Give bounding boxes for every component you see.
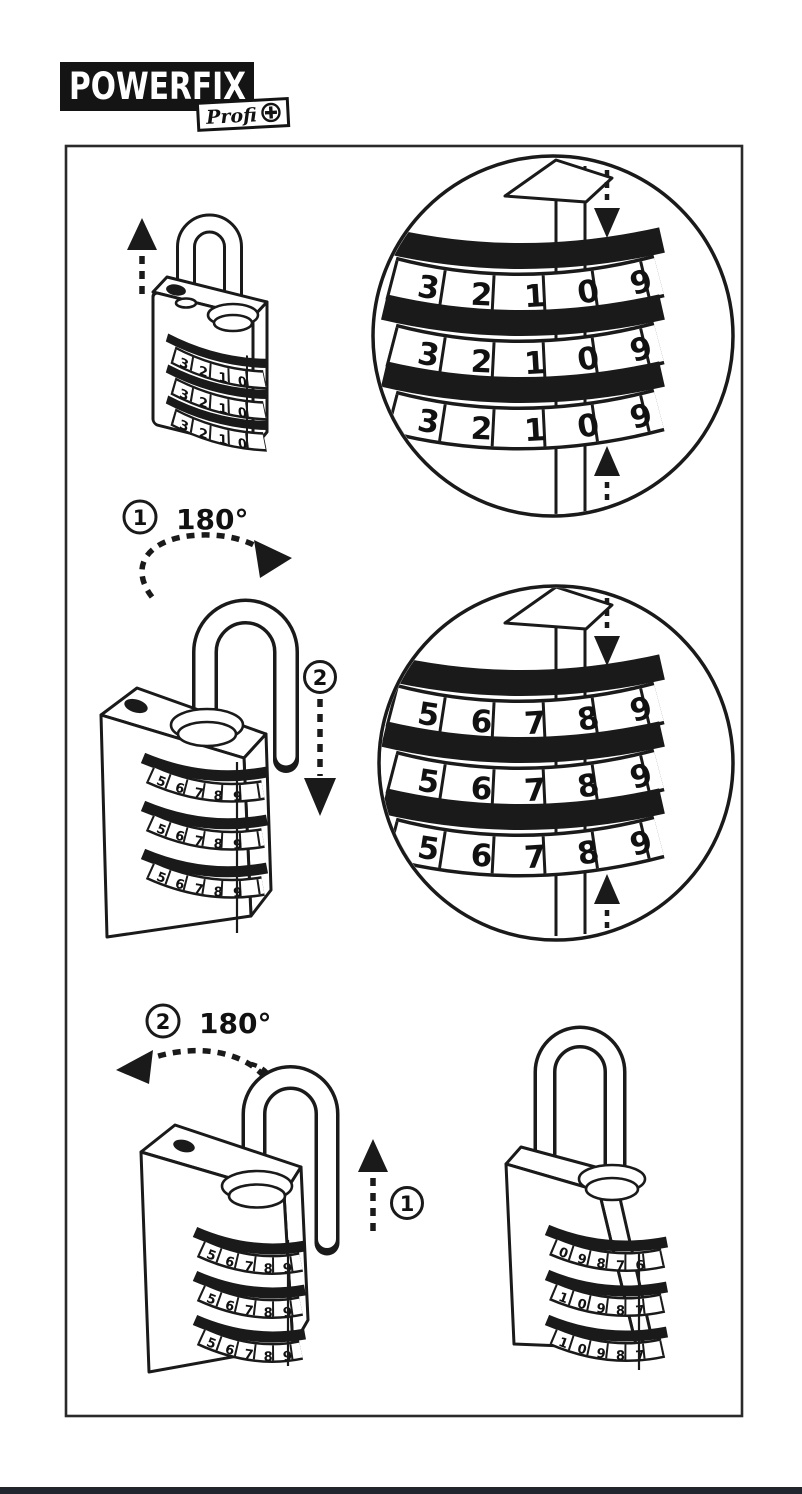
lock-front-face: 32109 32109 32109 [143, 279, 269, 457]
shackle-cylinder-rim [176, 720, 238, 748]
detail-circle-new-code: 56789 56789 56789 [377, 584, 735, 942]
shackle-rotated [192, 598, 299, 773]
pull-up-arrow-icon [127, 218, 157, 300]
padlock-rotate-step: 1 180° 2 56789 [99, 499, 337, 939]
detail-circle-initial-code: 32109 32109 32109 [371, 154, 735, 518]
step1-rotate-label: 1 180° [122, 499, 248, 536]
step-number: 1 [133, 506, 148, 530]
dial-row-magnified: 56789 [381, 654, 665, 744]
step-number: 2 [156, 1010, 171, 1034]
step2-rotate-label: 2 180° [145, 1003, 271, 1040]
shackle [176, 213, 243, 322]
step2-press-label: 2 [303, 660, 337, 816]
rotate-arc-arrow-icon [139, 532, 292, 599]
body-top-corner [503, 158, 614, 204]
padlock-open-step: 32109 32109 32109 [127, 213, 269, 457]
alignment-arrow-down-icon [594, 170, 620, 238]
shackle-cylinder-rim [227, 1183, 287, 1209]
shackle-cylinder-rim [212, 313, 254, 333]
step-number: 1 [400, 1192, 415, 1216]
shackle-collar [174, 297, 198, 309]
dial-row: 56789 [192, 1270, 306, 1321]
profi-plus-icon [261, 102, 281, 123]
padlock-locked: 09876 10987 10987 [504, 1025, 669, 1370]
shackle-cylinder-rim [584, 1176, 640, 1202]
step-number: 2 [313, 666, 328, 690]
reset-hole [166, 284, 186, 296]
dial-row-magnified: 56789 [381, 788, 665, 878]
dial-row-magnified: 32109 [381, 361, 665, 451]
page-bottom-bar [0, 1487, 802, 1494]
figure-frame [64, 144, 744, 1418]
reset-hole [124, 698, 148, 714]
rotation-angle: 180° [199, 1007, 271, 1040]
dial-row: 09876 [544, 1224, 669, 1274]
press-down-arrow-head [304, 778, 336, 816]
powerfix-logo: POWERFIX Profi [60, 62, 291, 132]
shackle-open [241, 1065, 340, 1256]
alignment-arrow-down-icon [594, 598, 620, 666]
padlock-reset-step: 2 180° 1 56789 [116, 1003, 424, 1374]
dial-row-magnified: 56789 [381, 721, 665, 811]
dial-row: 56789 [192, 1226, 306, 1277]
rotation-angle: 180° [176, 503, 248, 536]
reset-hole [173, 1139, 195, 1153]
profi-label: Profi [205, 104, 258, 129]
body-top-corner [503, 588, 614, 631]
dial-row: 10987 [544, 1269, 669, 1319]
profi-badge: Profi [195, 97, 291, 132]
shackle-closed [533, 1025, 627, 1176]
step1-pull-label: 1 [358, 1139, 424, 1238]
